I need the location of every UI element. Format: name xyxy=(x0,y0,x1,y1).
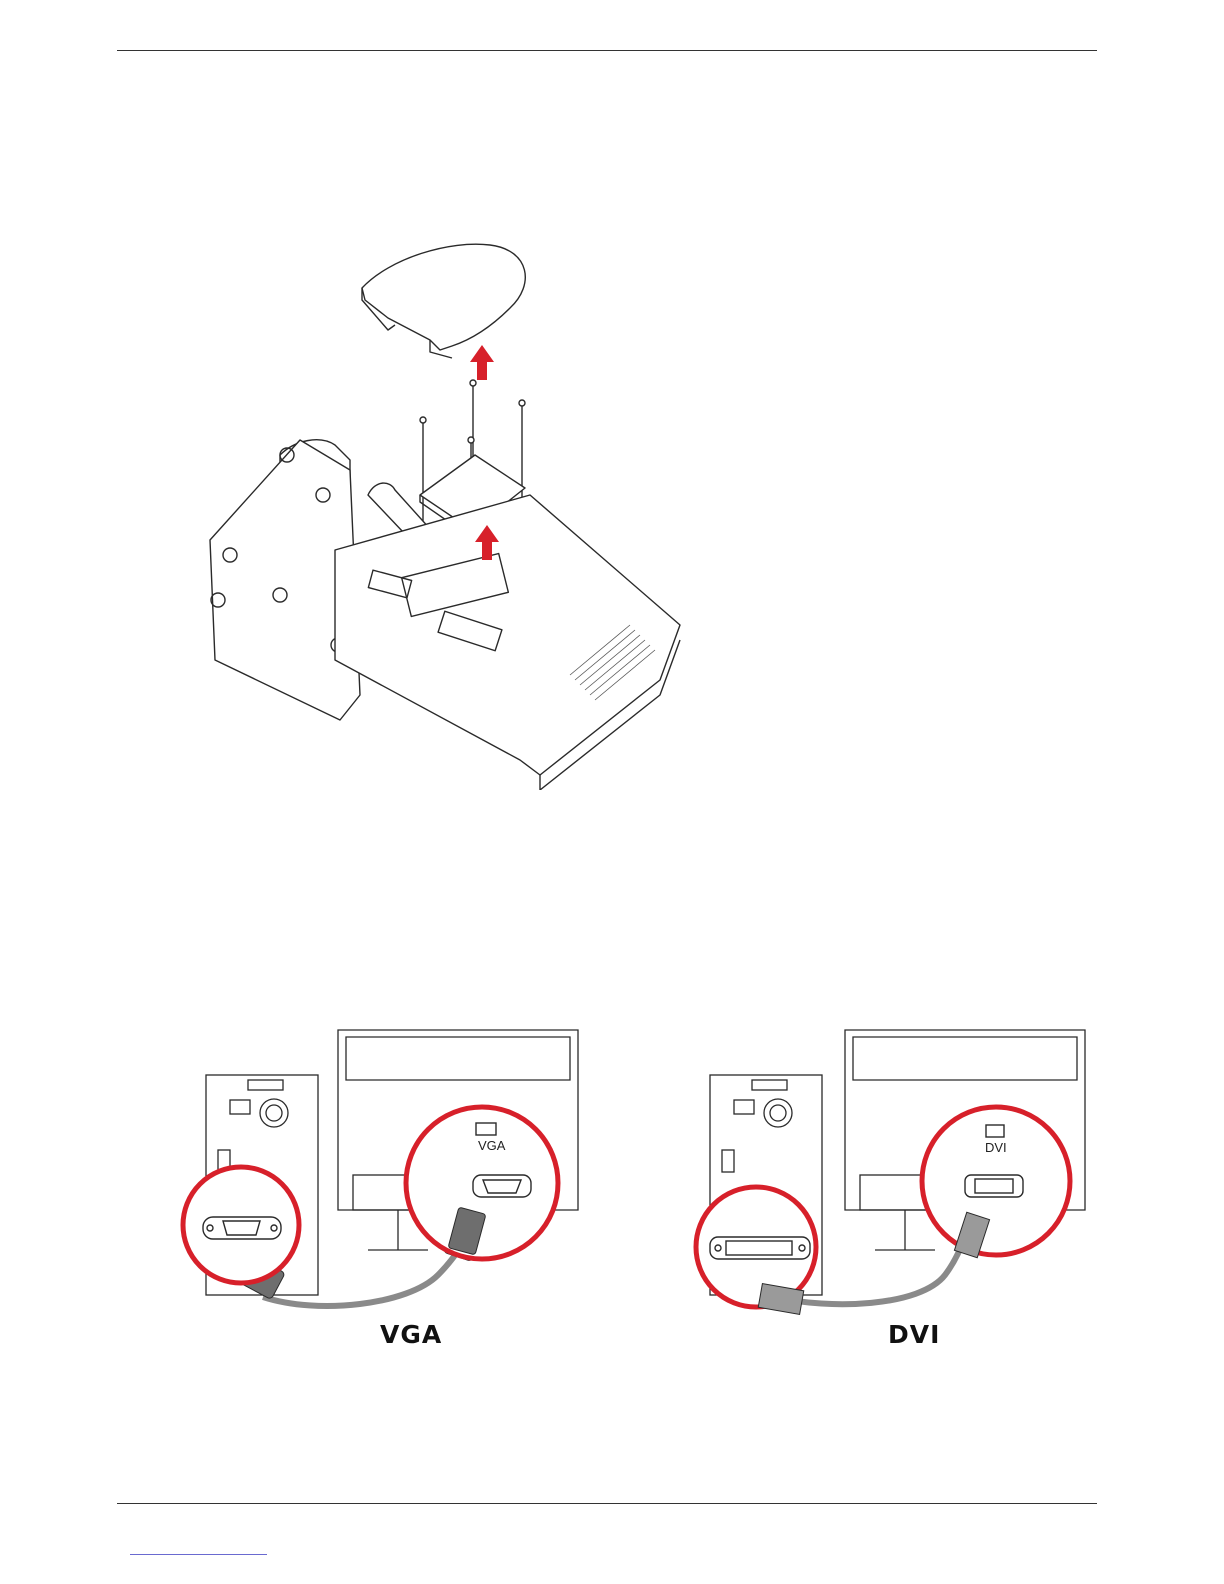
pc-port-zoom xyxy=(183,1167,299,1283)
monitor-port-zoom xyxy=(406,1107,558,1259)
dvi-connection-diagram: DVI xyxy=(690,1025,1100,1320)
stand-cover xyxy=(362,244,525,350)
stand-removal-illustration xyxy=(190,240,710,790)
dvi-caption: DVI xyxy=(888,1320,940,1349)
dvi-port-label: DVI xyxy=(985,1140,1007,1155)
footer-rule xyxy=(117,1503,1097,1504)
vga-port-label: VGA xyxy=(478,1138,506,1153)
monitor-back xyxy=(335,495,680,775)
pc-port-zoom xyxy=(696,1187,816,1307)
header-rule xyxy=(117,50,1097,51)
monitor-port-zoom xyxy=(922,1107,1070,1255)
vga-caption: VGA xyxy=(380,1320,442,1349)
vga-connection-diagram: VGA xyxy=(178,1025,588,1320)
footer-link-underline[interactable] xyxy=(130,1554,267,1555)
